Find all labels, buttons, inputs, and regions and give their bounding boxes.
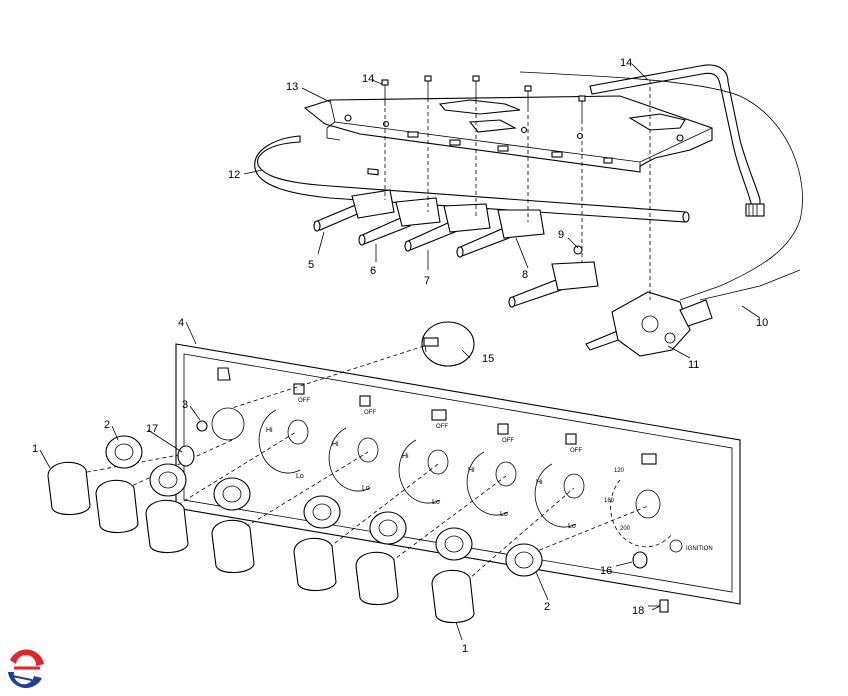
callout-8: 8 (522, 269, 528, 281)
panel-marking: Hi (266, 427, 273, 434)
panel-dial-2 (328, 427, 379, 492)
callout-3: 3 (182, 399, 188, 411)
callout-14a: 14 (362, 73, 374, 85)
panel-marking: 120 (614, 468, 625, 474)
oven-thermostat (585, 291, 713, 357)
panel-dial-3 (398, 439, 449, 504)
knob-bezels (105, 435, 543, 577)
panel-marking: OFF (436, 424, 448, 430)
leader-lines (39, 63, 761, 641)
panel-marking: OFF (298, 398, 310, 404)
panel-marking: Hi (468, 467, 475, 474)
panel-marking: Lo (500, 511, 508, 518)
callout-1a: 1 (32, 443, 38, 455)
callout-labels: 1 2 3 4 5 6 7 8 9 10 11 12 13 14 14 15 1… (32, 57, 768, 655)
panel-marking: Lo (432, 499, 440, 506)
panel-marking: Lo (296, 473, 304, 480)
callout-5: 5 (308, 259, 314, 271)
callout-2b: 2 (544, 601, 550, 613)
small-parts (177, 420, 669, 613)
panel-dial-4 (466, 451, 517, 516)
panel-marking: Lo (568, 523, 576, 530)
control-panel: Hi Hi Hi Hi Hi Lo Lo Lo Lo Lo OFF OFF OF… (175, 343, 741, 605)
clock-timer (231, 321, 475, 409)
callout-7: 7 (424, 275, 430, 287)
callout-11: 11 (688, 359, 699, 371)
panel-marking: 200 (620, 526, 631, 532)
panel-marking: Hi (536, 479, 543, 486)
mounting-bracket (303, 95, 713, 176)
panel-marking: IGNITION (686, 546, 713, 552)
panel-marking: OFF (502, 438, 514, 444)
gas-supply-pipe (589, 64, 765, 217)
callout-15: 15 (482, 353, 494, 365)
assembly-lines-upper (384, 80, 651, 300)
callout-9: 9 (558, 229, 564, 241)
burner-valves (313, 189, 599, 308)
callout-13: 13 (286, 81, 298, 93)
assembly-lines-lower (65, 431, 649, 591)
panel-dial-5 (534, 463, 585, 528)
panel-marking: OFF (364, 410, 376, 416)
callout-1b: 1 (462, 643, 468, 655)
brand-swirl-icon (4, 647, 48, 691)
panel-marking: Hi (402, 453, 409, 460)
callout-6: 6 (370, 265, 376, 277)
callout-18: 18 (632, 605, 644, 617)
panel-marking: Lo (362, 485, 370, 492)
panel-marking: 160 (604, 498, 615, 504)
panel-dial-1 (258, 409, 309, 474)
callout-4: 4 (178, 317, 184, 329)
control-knobs (47, 461, 475, 624)
panel-marking: Hi (332, 441, 339, 448)
callout-16: 16 (600, 565, 612, 577)
panel-marking: OFF (570, 448, 582, 454)
callout-17: 17 (146, 423, 158, 435)
callout-10: 10 (756, 317, 768, 329)
callout-14b: 14 (620, 57, 632, 69)
screws (381, 75, 586, 120)
callout-12: 12 (228, 169, 240, 181)
panel-dial-oven (610, 479, 673, 548)
callout-2a: 2 (104, 419, 110, 431)
